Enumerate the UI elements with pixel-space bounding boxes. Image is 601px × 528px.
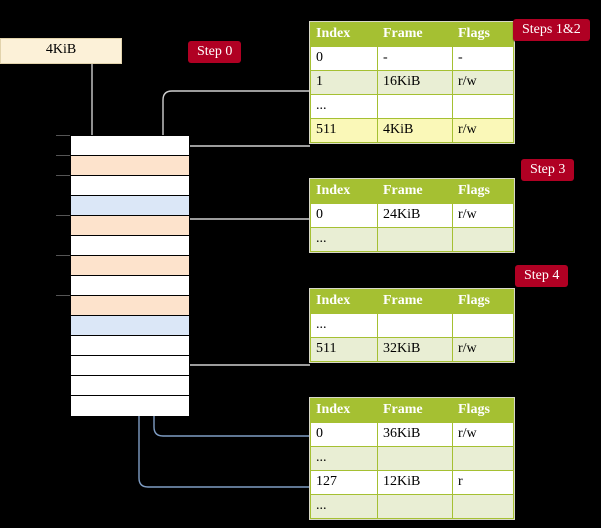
memory-frame-row bbox=[71, 236, 189, 256]
cell-flags: r/w bbox=[452, 337, 514, 362]
memory-grid-tick bbox=[56, 135, 70, 136]
cell-frame: 32KiB bbox=[377, 337, 453, 362]
cell-index: ... bbox=[310, 227, 378, 252]
table-row: 0-- bbox=[310, 46, 514, 71]
column-header-flags: Flags bbox=[452, 289, 514, 314]
badge-steps12: Steps 1&2 bbox=[513, 19, 590, 41]
cell-frame: - bbox=[377, 46, 453, 71]
cell-frame bbox=[377, 313, 453, 338]
cell-frame bbox=[377, 94, 453, 119]
cell-index: ... bbox=[310, 494, 378, 519]
badge-step0: Step 0 bbox=[188, 41, 242, 63]
cell-index: 0 bbox=[310, 422, 378, 447]
cell-flags: r/w bbox=[452, 70, 514, 95]
cell-frame bbox=[377, 227, 453, 252]
cell-frame: 12KiB bbox=[377, 470, 453, 495]
memory-frame-row bbox=[71, 296, 189, 316]
memory-frame-row bbox=[71, 336, 189, 356]
column-header-flags: Flags bbox=[452, 398, 514, 423]
column-header-flags: Flags bbox=[452, 179, 514, 204]
memory-grid-tick bbox=[56, 215, 70, 216]
cell-frame: 16KiB bbox=[377, 70, 453, 95]
table-row: ... bbox=[310, 494, 514, 519]
memory-grid-tick bbox=[56, 255, 70, 256]
memory-frame-row bbox=[71, 196, 189, 216]
cell-index: 511 bbox=[310, 337, 378, 362]
column-header-frame: Frame bbox=[377, 179, 453, 204]
cell-flags bbox=[452, 446, 514, 471]
cell-index: 0 bbox=[310, 203, 378, 228]
cell-flags: r/w bbox=[452, 203, 514, 228]
cell-flags: r/w bbox=[452, 118, 514, 143]
memory-grid-tick bbox=[56, 155, 70, 156]
badge-step4: Step 4 bbox=[515, 265, 569, 287]
memory-frame-row bbox=[71, 216, 189, 236]
memory-frame-row bbox=[71, 356, 189, 376]
cell-index: 511 bbox=[310, 118, 378, 143]
memory-frame-row bbox=[71, 136, 189, 156]
cell-flags: - bbox=[452, 46, 514, 71]
cell-index: 127 bbox=[310, 470, 378, 495]
memory-frame-row bbox=[71, 396, 189, 416]
column-header-frame: Frame bbox=[377, 289, 453, 314]
physical-memory-grid bbox=[70, 135, 190, 416]
column-header-frame: Frame bbox=[377, 22, 453, 47]
column-header-index: Index bbox=[310, 179, 378, 204]
column-header-index: Index bbox=[310, 22, 378, 47]
cell-frame: 24KiB bbox=[377, 203, 453, 228]
memory-frame-row bbox=[71, 256, 189, 276]
memory-grid-tick bbox=[56, 175, 70, 176]
cell-index: ... bbox=[310, 446, 378, 471]
cell-flags bbox=[452, 313, 514, 338]
memory-frame-row bbox=[71, 176, 189, 196]
column-header-frame: Frame bbox=[377, 398, 453, 423]
table-row: ... bbox=[310, 313, 514, 338]
memory-grid-tick bbox=[56, 295, 70, 296]
frame-box-label: 4KiB bbox=[45, 42, 77, 57]
cell-frame: 4KiB bbox=[377, 118, 453, 143]
column-header-flags: Flags bbox=[452, 22, 514, 47]
cell-flags bbox=[452, 227, 514, 252]
cell-index: ... bbox=[310, 313, 378, 338]
table-row: ... bbox=[310, 446, 514, 471]
cell-frame bbox=[377, 446, 453, 471]
cell-frame bbox=[377, 494, 453, 519]
table-row: ... bbox=[310, 94, 514, 119]
memory-frame-row bbox=[71, 316, 189, 336]
cell-flags: r/w bbox=[452, 422, 514, 447]
column-header-index: Index bbox=[310, 289, 378, 314]
memory-frame-row bbox=[71, 156, 189, 176]
column-header-index: Index bbox=[310, 398, 378, 423]
cell-flags bbox=[452, 494, 514, 519]
cell-frame: 36KiB bbox=[377, 422, 453, 447]
cell-flags: r bbox=[452, 470, 514, 495]
frame-box-4kib: 4KiB bbox=[0, 38, 122, 64]
cell-index: 0 bbox=[310, 46, 378, 71]
cell-flags bbox=[452, 94, 514, 119]
memory-frame-row bbox=[71, 376, 189, 396]
badge-step3: Step 3 bbox=[521, 159, 575, 181]
memory-frame-row bbox=[71, 276, 189, 296]
cell-index: 1 bbox=[310, 70, 378, 95]
table-row: ... bbox=[310, 227, 514, 252]
cell-index: ... bbox=[310, 94, 378, 119]
